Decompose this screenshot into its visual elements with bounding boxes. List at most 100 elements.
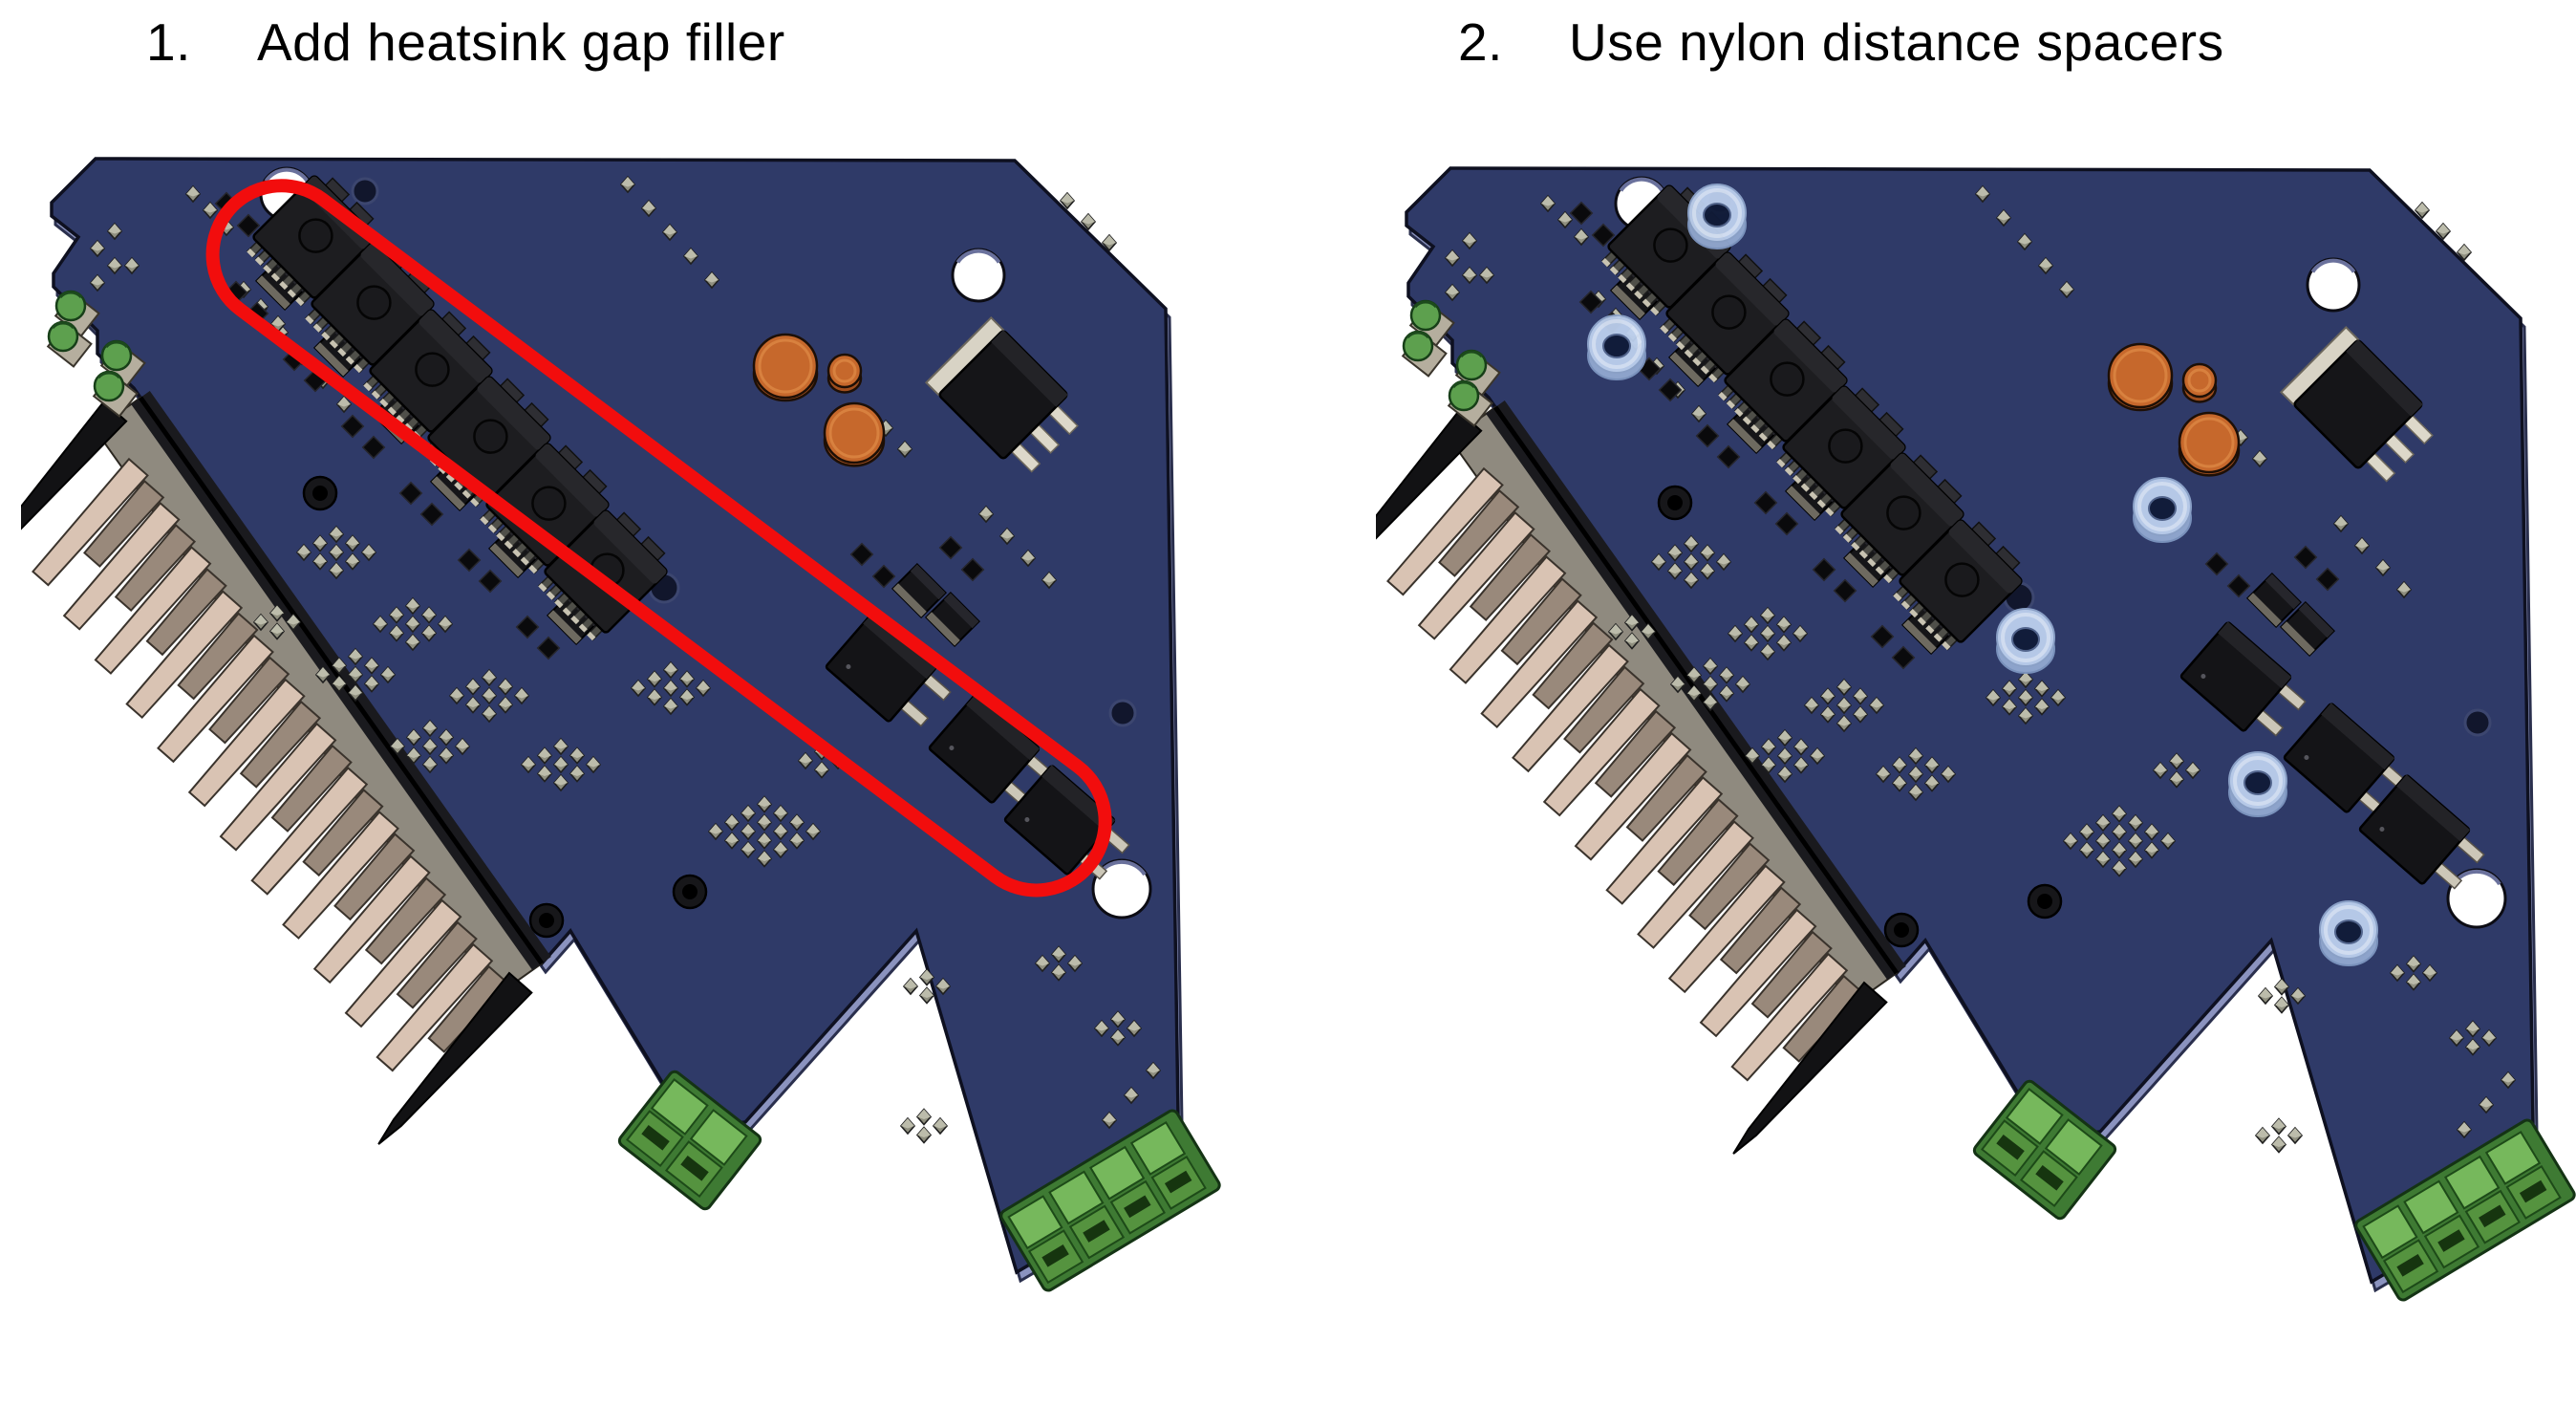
smd-diode (2246, 573, 2302, 628)
through-hole-pin (252, 613, 269, 632)
through-hole-pin (536, 746, 553, 765)
through-hole-pin (1556, 210, 1574, 229)
nylon-spacer-icon (2319, 900, 2378, 966)
through-hole-pin (497, 678, 514, 696)
through-hole-pin (1715, 552, 1732, 572)
blade-pin (1657, 798, 1739, 887)
smd-chip (960, 557, 985, 582)
through-hole-pin (1126, 1019, 1143, 1038)
through-hole-pin (2058, 280, 2075, 299)
blade-pin (62, 501, 181, 631)
mosfet-package (1717, 318, 1848, 450)
through-hole-pin (404, 596, 421, 616)
blade-pin (302, 789, 384, 877)
smd-chip (1891, 645, 1916, 670)
capacitor (2178, 411, 2241, 477)
through-hole-pin (481, 686, 498, 705)
through-hole-pin (1923, 774, 1941, 792)
standoff-knob (528, 902, 565, 939)
through-hole-pin (1985, 688, 2002, 707)
through-hole-pin (1080, 212, 1097, 231)
through-hole-pin (2421, 963, 2438, 983)
through-hole-pin (1623, 614, 1641, 632)
through-hole-pin (2168, 752, 2185, 770)
through-hole-pin (1101, 1111, 1118, 1130)
through-hole-pin (2017, 688, 2034, 707)
through-hole-pin (2374, 558, 2392, 577)
led-indicator (1454, 349, 1501, 397)
blade-pin (1625, 753, 1707, 842)
smd-chip (1591, 223, 1616, 248)
through-hole-pin (363, 675, 380, 693)
through-hole-pin (813, 761, 830, 779)
through-hole-pin (1923, 756, 1941, 774)
through-hole-pin (2395, 580, 2413, 599)
through-hole-pin (1573, 227, 1590, 247)
through-hole-pin (2152, 761, 2169, 780)
to263-transistor (2279, 325, 2434, 483)
mosfet-package (362, 309, 493, 441)
through-hole-pin (1685, 666, 1703, 684)
through-hole-pin (285, 613, 302, 632)
nylon-spacer-icon (2228, 751, 2287, 817)
through-hole-pin (2168, 770, 2185, 789)
through-hole-pin (2478, 1095, 2495, 1114)
blade-pin (1782, 974, 1864, 1063)
blade-pin (1594, 709, 1677, 798)
through-hole-pin (1034, 954, 1051, 973)
through-hole-pin (2127, 850, 2144, 869)
blade-pin (396, 920, 478, 1009)
guide-pin (377, 971, 533, 1145)
through-hole-pin (1759, 642, 1776, 661)
step-2-number: 2. (1458, 12, 1503, 72)
blade-pin (1469, 533, 1552, 622)
through-hole-pin (2464, 1038, 2481, 1056)
smd-chip (419, 502, 444, 527)
through-hole-pin (1702, 657, 1719, 676)
through-hole-pin (89, 239, 106, 258)
through-hole-pin (662, 697, 679, 716)
through-hole-pin (646, 670, 663, 688)
through-hole-pin (2389, 963, 2406, 983)
led-indicator (1408, 299, 1455, 347)
through-hole-pin (1699, 544, 1716, 562)
blade-pin (114, 524, 197, 613)
through-hole-pin (268, 622, 286, 640)
through-hole-pin (1650, 552, 1667, 572)
pcb-render-step-1 (21, 157, 1221, 1292)
through-hole-pin (1093, 1019, 1110, 1038)
through-hole-pin (2273, 996, 2290, 1014)
smd-diode (891, 563, 947, 618)
step-2-caption: 2. Use nylon distance spacers (1458, 11, 2224, 73)
through-hole-pin (2184, 761, 2201, 780)
through-hole-pin (481, 668, 498, 687)
through-hole-pin (678, 688, 696, 706)
smd-chip (1695, 423, 1720, 448)
through-hole-pin (1743, 634, 1760, 652)
led-indicator (54, 290, 100, 337)
smd-diode (925, 592, 980, 647)
through-hole-pin (2254, 1126, 2271, 1145)
blade-pin (208, 656, 290, 745)
through-hole-pin (899, 1116, 916, 1136)
through-hole-pin (703, 270, 720, 290)
blade-pin (1699, 908, 1817, 1038)
through-hole-pin (328, 525, 345, 544)
through-hole-pin (2480, 1028, 2498, 1048)
through-hole-pin (2111, 823, 2128, 841)
through-hole-pin (1623, 632, 1641, 650)
pcb-render-step-2 (1376, 166, 2576, 1302)
through-hole-pin (295, 543, 312, 562)
through-hole-pin (695, 679, 712, 698)
through-hole-pin (902, 977, 919, 996)
through-hole-pin (1776, 765, 1793, 784)
mosfet-package (1834, 452, 1964, 584)
blade-pin (427, 964, 509, 1053)
through-hole-pin (772, 840, 789, 859)
through-hole-pin (1792, 738, 1810, 756)
through-hole-pin (106, 256, 123, 275)
through-hole-pin (1669, 675, 1686, 694)
through-hole-pin (2405, 955, 2422, 973)
through-hole-pin (998, 527, 1016, 546)
